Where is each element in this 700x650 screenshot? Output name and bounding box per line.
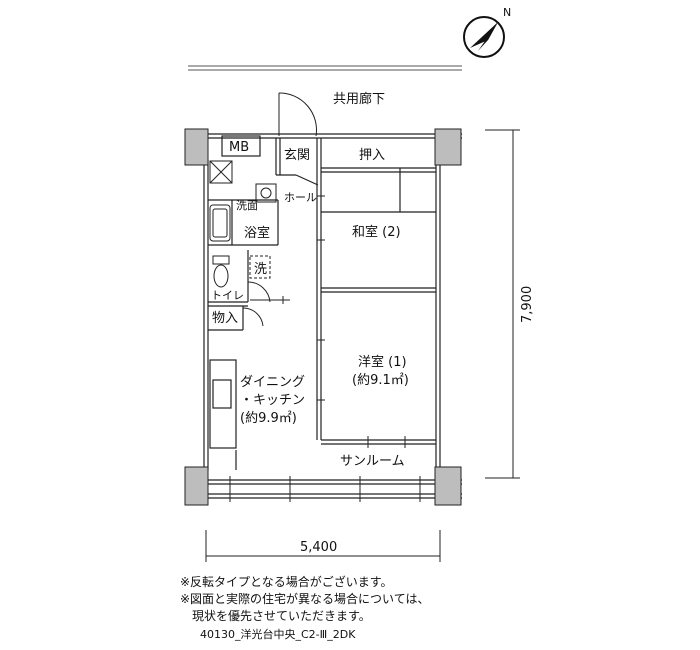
hall-label: ホール	[284, 191, 317, 204]
toilet-door	[247, 281, 271, 303]
mb-label: MB	[229, 140, 249, 155]
width-dimension-line	[205, 530, 441, 562]
yoshitsu-label: 洋室 (1)	[358, 354, 407, 370]
oshiire-label: 押入	[359, 148, 385, 163]
washitsu-label: 和室 (2)	[352, 224, 401, 240]
pipe-shaft	[209, 160, 233, 184]
entrance-door	[278, 92, 317, 137]
washroom-label: 洗面	[236, 199, 258, 212]
washer-label: 洗	[254, 262, 267, 277]
bathtub	[209, 204, 231, 242]
columns	[184, 128, 462, 506]
dk-label-line1: ダイニング	[240, 375, 305, 390]
width-dimension-label: 5,400	[300, 540, 337, 555]
sliding-doors	[229, 195, 421, 502]
note-line-1: ※反転タイプとなる場合がございます。	[180, 575, 393, 589]
corridor-label: 共用廊下	[333, 91, 385, 107]
toilet-label: トイレ	[211, 289, 244, 302]
plan-code: 40130_洋光台中央_C2-Ⅲ_2DK	[200, 628, 356, 641]
washbasin	[255, 183, 277, 203]
depth-dimension-label: 7,900	[520, 286, 535, 323]
interior-walls	[208, 138, 436, 470]
exterior-walls	[186, 133, 462, 499]
toilet-fixture	[212, 255, 230, 288]
dk-label-line2: ・キッチン	[240, 393, 305, 408]
corridor-lines	[188, 65, 462, 71]
entrance-label: 玄関	[284, 148, 310, 163]
dk-area-label: (約9.9㎡)	[240, 411, 297, 426]
sunroom-label: サンルーム	[340, 454, 405, 469]
bathroom-label: 浴室	[244, 225, 270, 241]
yoshitsu-area-label: (約9.1㎡)	[352, 373, 409, 388]
storage-door	[242, 307, 264, 327]
storage-label: 物入	[212, 311, 238, 326]
depth-dimension-line	[485, 129, 520, 479]
note-line-2: ※図面と実際の住宅が異なる場合については、	[180, 592, 430, 606]
note-line-3: 現状を優先させていただきます。	[180, 609, 371, 623]
washer-space	[249, 255, 271, 279]
compass-icon	[463, 16, 505, 58]
north-label: N	[503, 6, 511, 19]
